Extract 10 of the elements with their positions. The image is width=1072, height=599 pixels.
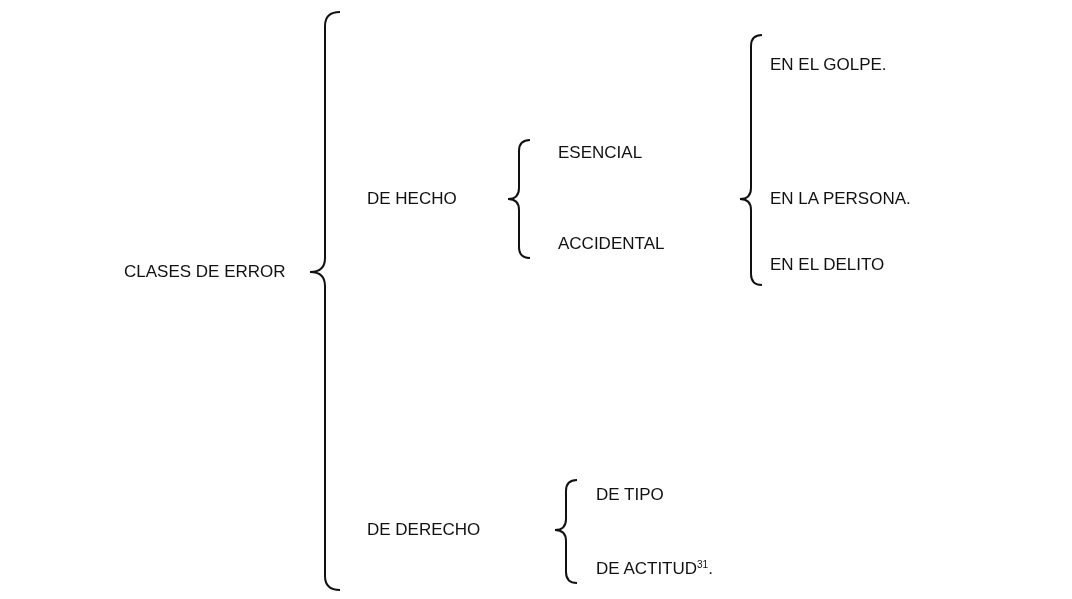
category-label: DE DERECHO [367, 520, 481, 540]
category-label: DE TIPO [596, 485, 664, 505]
category-label: ACCIDENTAL [558, 234, 665, 254]
category-label: DE ACTITUD$^{31}$. [596, 557, 713, 580]
category-label: DE HECHO [367, 189, 457, 209]
category-label: ESENCIAL [558, 143, 643, 163]
category-label: EN EL DELITO [770, 255, 885, 275]
category-label: EN LA PERSONA. [770, 189, 911, 209]
category-label: EN EL GOLPE. [770, 55, 887, 75]
term-label: CLASES DE ERROR [124, 262, 286, 282]
